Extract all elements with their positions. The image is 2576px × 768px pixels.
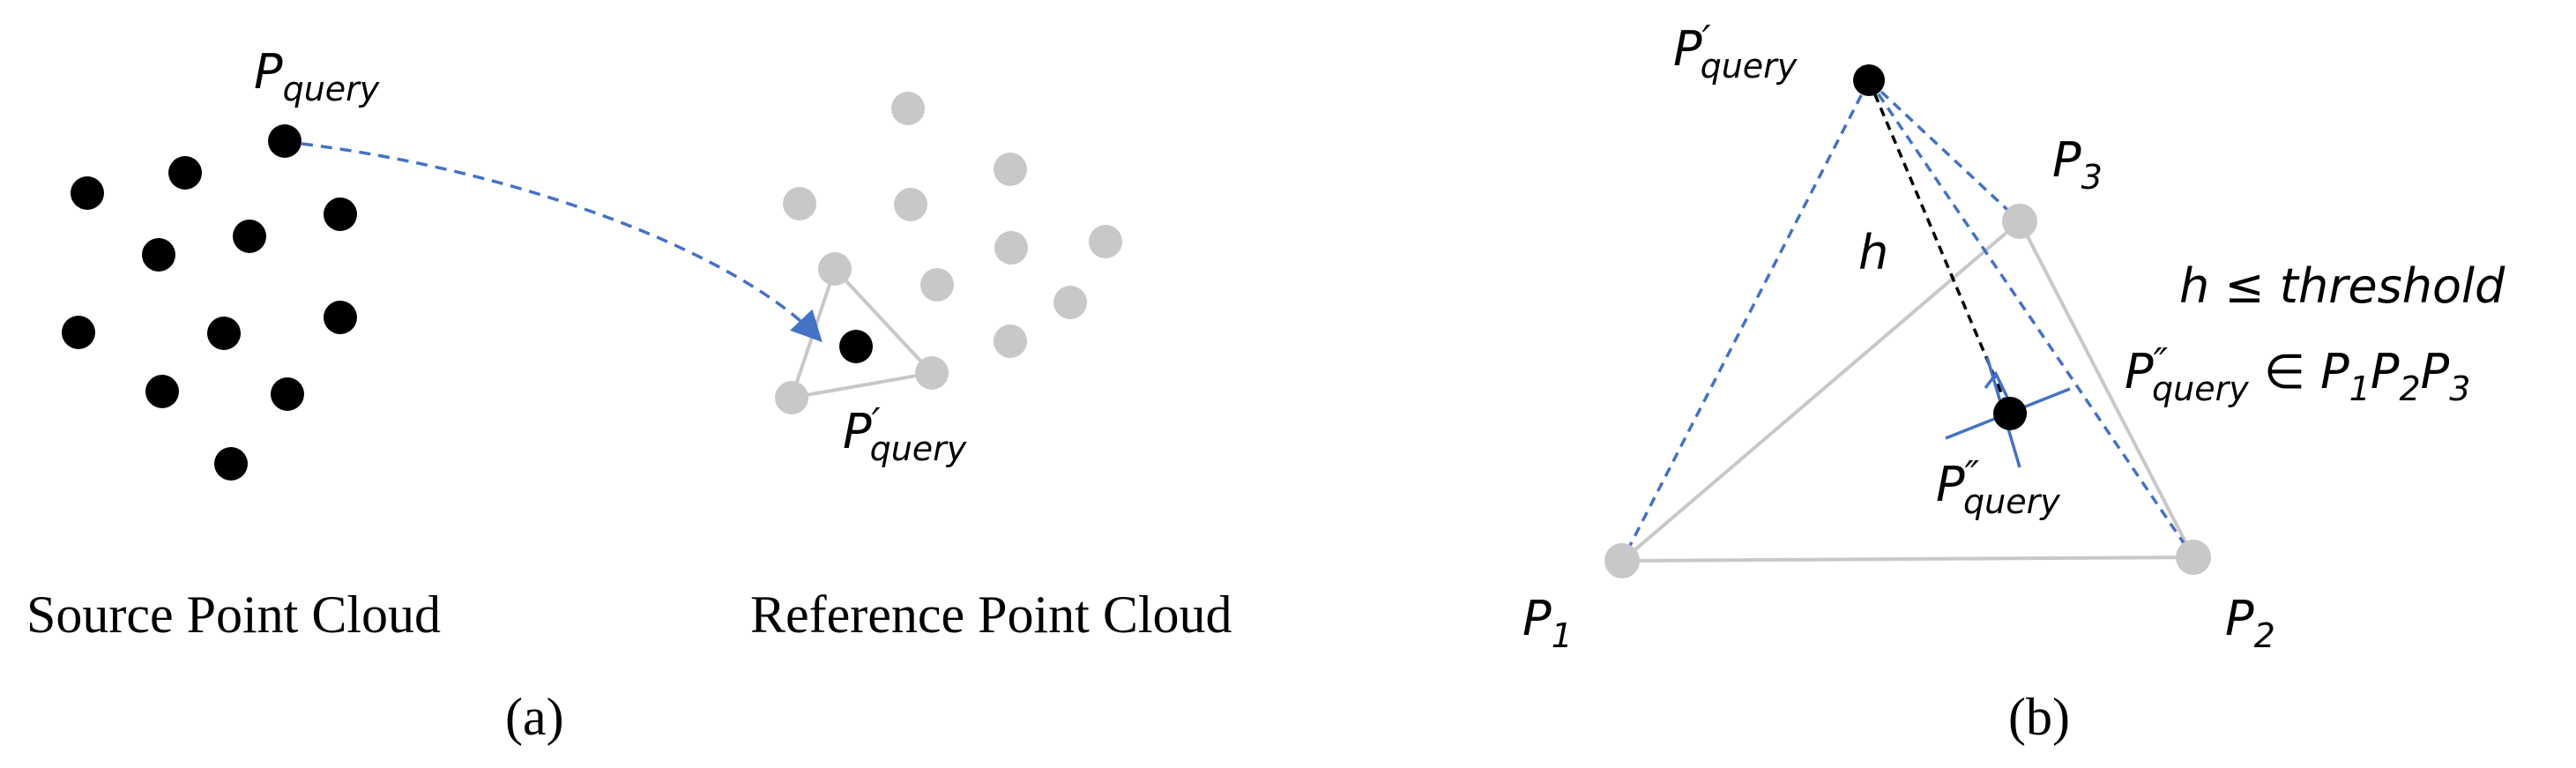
reference-point <box>1089 225 1122 258</box>
vertex-p3 <box>2002 204 2037 239</box>
triangle-vertex <box>775 381 808 414</box>
reference-caption: Reference Point Cloud <box>750 585 1232 644</box>
foot-query-label: P″query <box>1936 453 2060 521</box>
dashed-line-to-p2 <box>1867 79 2195 558</box>
correspondence-arrow <box>301 142 823 343</box>
source-point <box>62 316 95 349</box>
source-point-cloud <box>62 124 357 481</box>
reference-point-cloud <box>783 92 1122 358</box>
reference-point <box>994 153 1027 186</box>
vertex-p2 <box>2176 540 2211 575</box>
vertex-label-p3: P3 <box>2052 132 2103 197</box>
height-label: h <box>1858 225 1888 280</box>
source-point <box>145 375 179 408</box>
dashed-line-to-p3 <box>1867 78 2021 223</box>
projected-query-label: P′query <box>843 400 967 468</box>
reference-point <box>894 188 927 221</box>
panel-a: Pquery P′query Source Point Cloud Refere… <box>26 44 1232 746</box>
source-point <box>71 176 104 210</box>
reference-point <box>891 92 925 125</box>
projected-query-point <box>839 330 873 363</box>
query-point <box>268 124 302 158</box>
reference-point <box>1053 286 1087 319</box>
panel-a-label: (a) <box>505 688 564 746</box>
source-point <box>324 301 357 334</box>
source-caption: Source Point Cloud <box>26 585 441 644</box>
vertex-label-p2: P2 <box>2225 591 2275 655</box>
source-point <box>142 238 175 272</box>
right-angle-corner <box>1984 370 2011 402</box>
condition-membership: P″query ∈ P1P2P3 <box>2125 340 2470 408</box>
reference-point <box>783 187 816 220</box>
reference-point <box>994 324 1027 358</box>
condition-threshold: h ≤ threshold <box>2179 258 2505 314</box>
vertex-p1 <box>1604 543 1640 578</box>
triangle-vertex <box>818 252 852 286</box>
foot-query-point <box>1993 397 2027 430</box>
source-point <box>233 220 266 253</box>
source-point <box>324 198 357 231</box>
dashed-line-to-p1 <box>1620 79 1871 562</box>
source-point <box>271 377 304 411</box>
reference-point <box>920 268 954 302</box>
dashed-projection-lines <box>1620 78 2195 562</box>
source-point <box>214 447 248 481</box>
triangle-vertex <box>915 356 949 390</box>
source-point <box>207 317 241 350</box>
source-point <box>168 156 202 190</box>
vertex-label-p1: P1 <box>1523 591 1573 655</box>
triangle-p1p2p3 <box>1617 218 2197 563</box>
reference-triangle <box>775 252 949 414</box>
projected-query-point <box>1853 64 1885 96</box>
panel-b-label: (b) <box>2008 688 2070 746</box>
projected-query-label-b: P′query <box>1673 18 1798 86</box>
panel-b: P′query h P″query P1 P2 P3 h ≤ threshold… <box>1523 18 2505 746</box>
query-label: Pquery <box>254 44 380 108</box>
reference-point <box>994 231 1028 265</box>
